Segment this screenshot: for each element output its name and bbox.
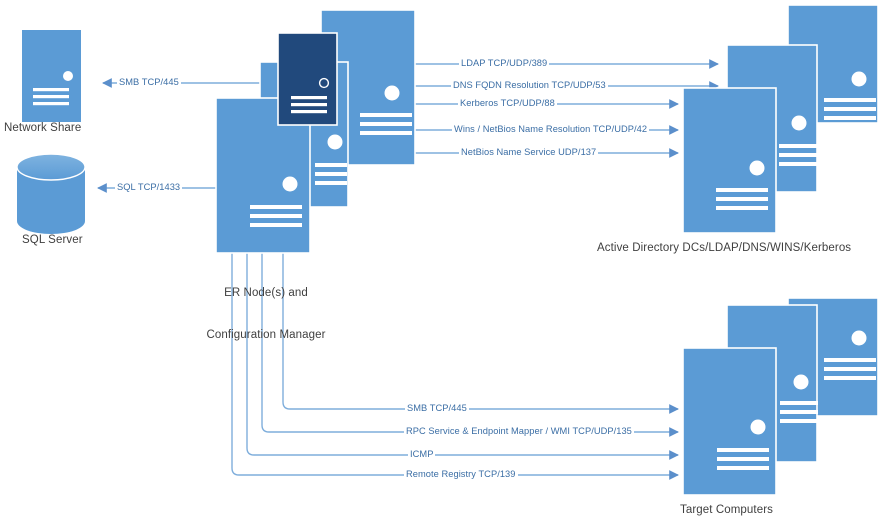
server-led-icon — [851, 330, 867, 346]
node-network-share[interactable] — [22, 30, 81, 122]
edge-label-smb-445-target: SMB TCP/445 — [405, 403, 469, 414]
configuration-manager-server[interactable] — [277, 32, 338, 126]
line-rpc-135 — [261, 253, 679, 437]
server-led-icon — [793, 374, 809, 390]
node-label-target-computers: Target Computers — [680, 504, 773, 516]
server-led-icon — [750, 419, 766, 435]
cylinder-top-icon — [16, 153, 86, 181]
node-label-er-node: ER Node(s) and Configuration Manager — [191, 258, 341, 370]
edge-label-netbios-137: NetBios Name Service UDP/137 — [459, 147, 599, 158]
edge-label-ldap-389: LDAP TCP/UDP/389 — [459, 58, 550, 69]
server-led-icon — [749, 160, 765, 176]
edge-label-icmp: ICMP — [408, 449, 436, 460]
server-led-icon — [282, 176, 298, 192]
server-led-icon — [851, 71, 867, 87]
edge-label-wins-42: Wins / NetBios Name Resolution TCP/UDP/4… — [452, 124, 650, 135]
node-label-er-node-line1: ER Node(s) and — [224, 287, 308, 299]
line-remote-registry-139 — [231, 253, 679, 480]
edge-label-dns-53: DNS FQDN Resolution TCP/UDP/53 — [451, 80, 608, 91]
edge-label-sql-1433: SQL TCP/1433 — [115, 182, 183, 193]
node-er-node-stack[interactable] — [215, 9, 416, 254]
server-led-icon — [791, 115, 807, 131]
node-label-network-share: Network Share — [4, 122, 82, 134]
node-label-er-node-line2: Configuration Manager — [206, 329, 326, 341]
node-label-sql-server: SQL Server — [22, 234, 83, 246]
server-led-icon — [384, 85, 400, 101]
node-label-active-directory: Active Directory DCs/LDAP/DNS/WINS/Kerbe… — [597, 242, 852, 254]
edge-label-kerberos-88: Kerberos TCP/UDP/88 — [458, 98, 557, 109]
edge-label-smb-445-share: SMB TCP/445 — [117, 77, 181, 88]
server-led-icon — [327, 134, 343, 150]
node-target-computers-stack[interactable] — [682, 297, 879, 496]
line-icmp — [246, 253, 679, 460]
server-led-icon — [318, 77, 330, 89]
node-sql-server[interactable] — [16, 153, 86, 234]
node-active-directory-stack[interactable] — [682, 4, 879, 234]
line-smb-445-target — [282, 253, 679, 414]
server-led-icon — [63, 71, 73, 81]
edge-label-remote-registry-139: Remote Registry TCP/139 — [404, 469, 518, 480]
edge-label-rpc-135: RPC Service & Endpoint Mapper / WMI TCP/… — [404, 426, 634, 437]
